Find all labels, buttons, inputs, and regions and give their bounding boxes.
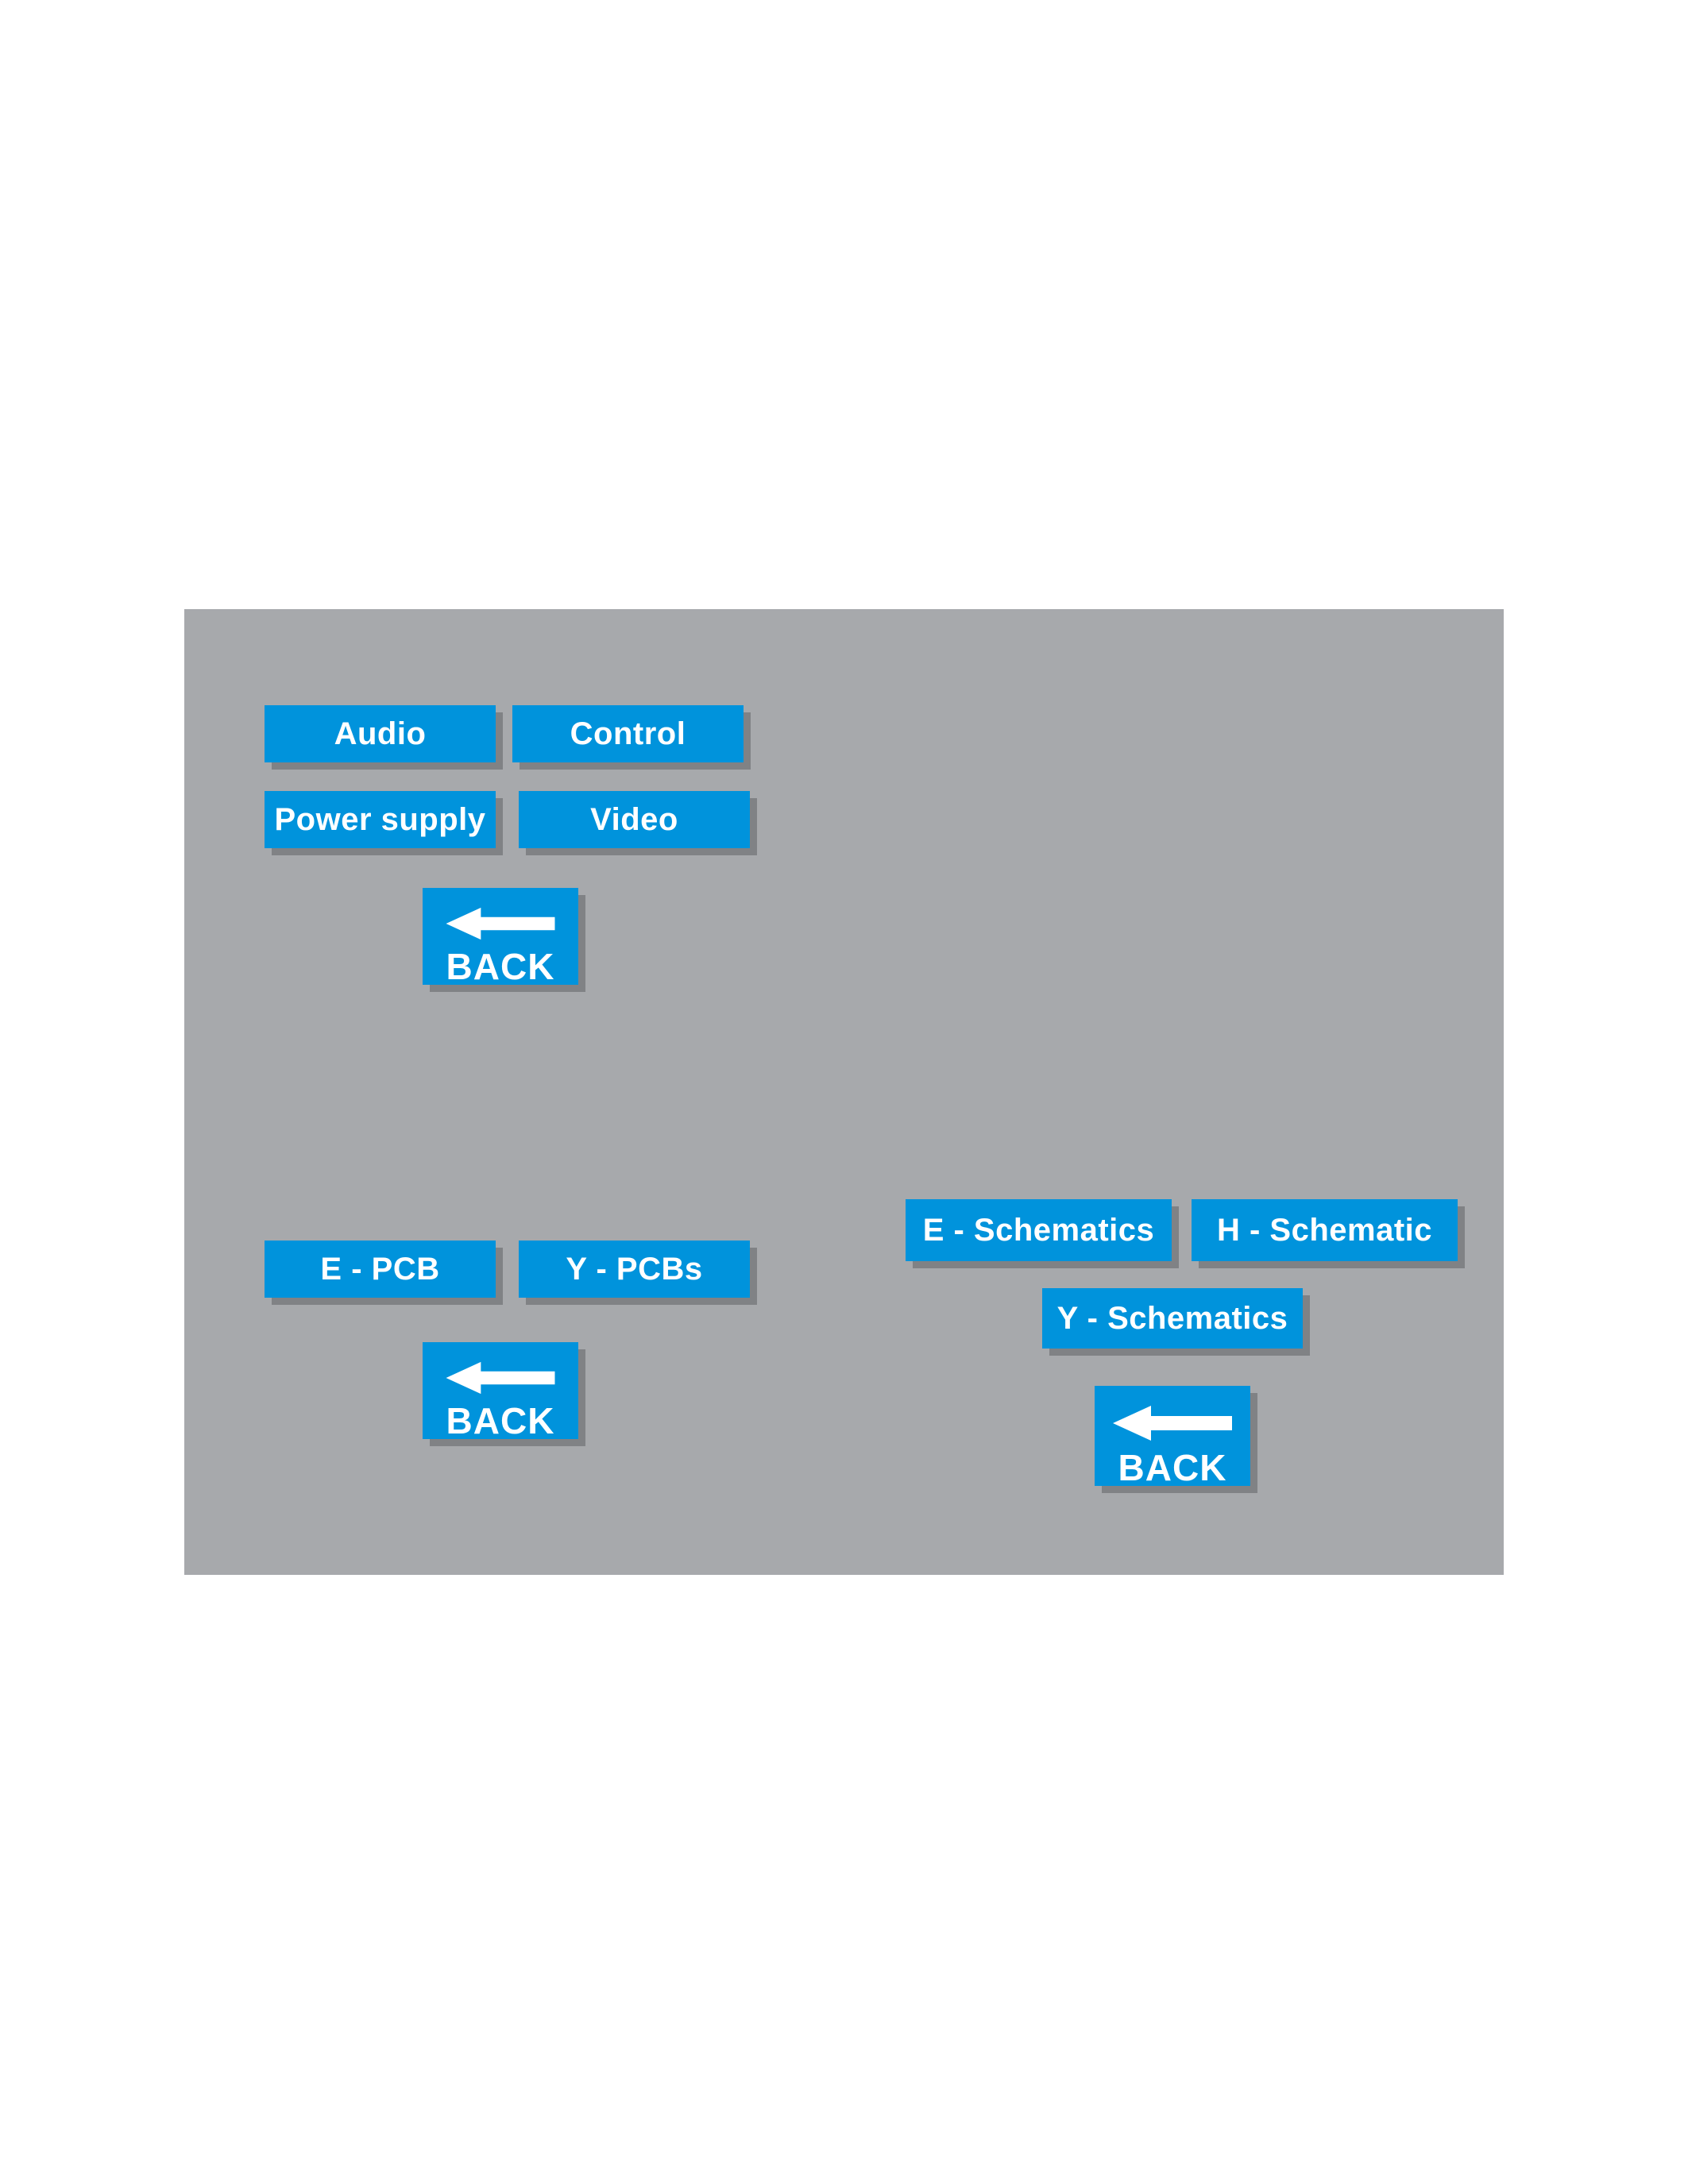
button-label: Power supply [274, 802, 486, 837]
button-h-schematic[interactable]: H - Schematic [1192, 1199, 1458, 1261]
button-y-pcbs[interactable]: Y - PCBs [519, 1241, 750, 1298]
button-control[interactable]: Control [512, 705, 744, 762]
button-audio[interactable]: Audio [265, 705, 496, 762]
button-label: BACK [1118, 1447, 1227, 1488]
button-label: BACK [446, 946, 555, 987]
button-e-pcb[interactable]: E - PCB [265, 1241, 496, 1298]
button-label: Control [570, 716, 686, 751]
button-label: E - Schematics [922, 1213, 1155, 1248]
button-e-schematics[interactable]: E - Schematics [906, 1199, 1172, 1261]
button-label: H - Schematic [1216, 1213, 1433, 1248]
button-power-supply[interactable]: Power supply [265, 791, 496, 848]
button-back-pcb-menu[interactable]: BACK [423, 1342, 578, 1439]
button-panel: Audio Control Power supply Video BACK E … [184, 609, 1504, 1575]
button-label: Y - Schematics [1056, 1301, 1288, 1336]
button-y-schematics[interactable]: Y - Schematics [1042, 1288, 1303, 1349]
button-back-schematics-menu[interactable]: BACK [1095, 1386, 1250, 1486]
button-label: Video [590, 802, 678, 837]
button-label: Y - PCBs [566, 1252, 703, 1287]
arrow-left-icon [446, 907, 555, 940]
arrow-left-icon [1113, 1406, 1232, 1441]
button-label: BACK [446, 1400, 555, 1441]
button-back-subsystem-menu[interactable]: BACK [423, 888, 578, 985]
button-label: Audio [334, 716, 427, 751]
arrow-left-icon [446, 1361, 555, 1395]
button-label: E - PCB [320, 1252, 440, 1287]
button-video[interactable]: Video [519, 791, 750, 848]
